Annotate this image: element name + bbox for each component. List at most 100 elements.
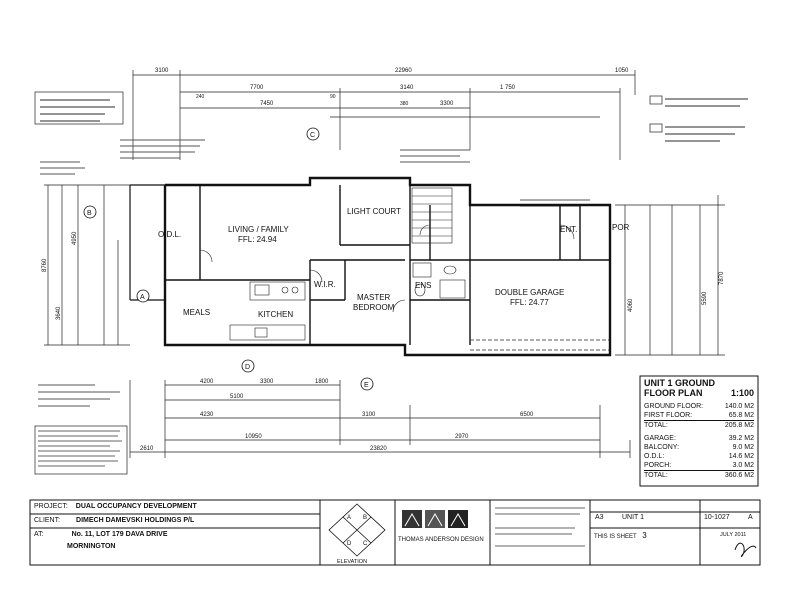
dim-3100-top: 3100 xyxy=(155,68,169,74)
room-por: POR xyxy=(612,223,630,232)
sheet-note: THIS IS SHEET 3 xyxy=(594,531,647,540)
garage-door xyxy=(470,339,610,351)
designer-logo xyxy=(402,510,468,528)
room-living: LIVING / FAMILY xyxy=(228,225,289,234)
interior-walls xyxy=(165,185,610,345)
project-name: DUAL OCCUPANCY DEVELOPMENT xyxy=(75,503,197,510)
marker-b: B xyxy=(87,210,92,217)
dim-4200: 4200 xyxy=(200,379,214,385)
area-row-value: 14.6 M2 xyxy=(728,453,754,460)
area-row-value: 360.6 M2 xyxy=(724,472,754,479)
right-dimensions xyxy=(615,195,725,356)
dim-2610: 2610 xyxy=(140,446,154,452)
dim-90-top: 90 xyxy=(330,94,336,100)
legend-box xyxy=(38,384,120,407)
dim-5590: 5590 xyxy=(702,291,708,305)
ensuite-fixtures xyxy=(412,262,466,299)
dim-1750: 1 750 xyxy=(500,85,516,91)
dim-22960: 22960 xyxy=(395,68,412,74)
area-row: O.D.L: 14.6 M2 xyxy=(644,452,754,461)
marker-c: C xyxy=(310,132,315,139)
stairs xyxy=(411,187,453,244)
address-row: AT: No. 11, LOT 179 DAVA DRIVE xyxy=(34,531,168,538)
designer-contact xyxy=(495,507,585,547)
revision: A xyxy=(748,514,753,521)
job-number: 10-1027 xyxy=(704,514,730,521)
marker-a: A xyxy=(140,294,145,301)
project-label: PROJECT: xyxy=(34,503,68,510)
sheet-size: A3 xyxy=(595,514,604,521)
room-meals: MEALS xyxy=(183,308,210,317)
elev-d: D xyxy=(347,541,352,547)
dim-8760: 8760 xyxy=(42,258,48,272)
area-row: GARAGE:39.2 M2 xyxy=(644,434,754,443)
area-schedule: UNIT 1 GROUND FLOOR PLAN 1:100 GROUND FL… xyxy=(644,378,754,480)
dim-240-top: 240 xyxy=(196,94,205,100)
title-block-frame xyxy=(29,499,761,566)
address-line1: No. 11, LOT 179 DAVA DRIVE xyxy=(71,531,168,538)
area-row-label: FIRST FLOOR: xyxy=(644,412,693,419)
area-row: TOTAL:205.8 M2 xyxy=(644,420,754,430)
unit-name: UNIT 1 xyxy=(622,514,645,521)
room-ent: ENT. xyxy=(560,225,577,234)
dim-6500: 6500 xyxy=(520,412,534,418)
area-row-label: GARAGE: xyxy=(644,435,676,442)
area-row: PORCH: 3.0 M2 xyxy=(644,461,754,470)
marker-d: D xyxy=(245,364,250,371)
room-light-court: LIGHT COURT xyxy=(347,207,401,216)
outer-walls xyxy=(129,176,612,357)
dim-3100-bottom: 3100 xyxy=(362,412,376,418)
area-row: TOTAL: 360.6 M2 xyxy=(644,470,754,480)
drawing-date: JULY 2011 xyxy=(720,532,747,538)
dim-3300-top: 3300 xyxy=(440,101,454,107)
elevation-key xyxy=(328,503,386,557)
roof-notes xyxy=(649,95,748,142)
grid-markers xyxy=(83,127,374,391)
kitchen-bench xyxy=(229,281,306,341)
construction-notes xyxy=(34,425,128,475)
dim-3140: 3140 xyxy=(400,85,414,91)
room-garage-ffl: FFL: 24.77 xyxy=(510,298,549,307)
dim-3640: 3640 xyxy=(56,306,62,320)
area-row-label: BALCONY: xyxy=(644,444,680,451)
dim-10950: 10950 xyxy=(245,434,262,440)
designer-name: THOMAS ANDERSON DESIGN xyxy=(398,537,484,543)
client-name: DIMECH DAMEVSKI HOLDINGS P/L xyxy=(76,517,195,524)
area-schedule-frame xyxy=(639,375,759,487)
dim-7450: 7450 xyxy=(260,101,274,107)
area-row-value: 65.8 M2 xyxy=(728,412,754,419)
area-row-label: TOTAL: xyxy=(644,472,668,479)
dim-380: 380 xyxy=(400,101,409,107)
plan-annotations xyxy=(40,139,590,207)
room-ens: ENS xyxy=(415,281,431,290)
area-row-label: O.D.L: xyxy=(644,453,665,460)
left-dimensions xyxy=(44,184,130,346)
room-master: MASTER xyxy=(357,293,391,302)
area-row-label: GROUND FLOOR: xyxy=(644,403,704,410)
dim-4230: 4230 xyxy=(200,412,214,418)
schedule-title: UNIT 1 GROUND xyxy=(644,378,716,388)
room-living-ffl: FFL: 24.94 xyxy=(238,235,277,244)
dim-1050: 1050 xyxy=(615,68,629,74)
area-row-value: 9.0 M2 xyxy=(732,444,754,451)
elevation-label: ELEVATION xyxy=(337,559,367,565)
dim-3300-bottom: 3300 xyxy=(260,379,274,385)
dim-4950: 4950 xyxy=(72,231,78,245)
dim-2970: 2970 xyxy=(455,434,469,440)
address-line2: MORNINGTON xyxy=(67,543,116,550)
area-row: FIRST FLOOR: 65.8 M2 xyxy=(644,411,754,420)
elev-c: C xyxy=(363,541,368,547)
energy-notes-box xyxy=(34,91,124,125)
room-wir: W.I.R. xyxy=(314,280,336,289)
area-row-label: PORCH: xyxy=(644,462,672,469)
area-row: BALCONY: 9.0 M2 xyxy=(644,443,754,452)
top-dimensions xyxy=(132,70,636,160)
dim-7700: 7700 xyxy=(250,85,264,91)
elev-b: B xyxy=(363,515,367,521)
area-row-label: TOTAL: xyxy=(644,422,668,429)
area-row-value: 3.0 M2 xyxy=(732,462,754,469)
room-garage: DOUBLE GARAGE xyxy=(495,288,564,297)
project-row: PROJECT: DUAL OCCUPANCY DEVELOPMENT xyxy=(34,503,197,510)
